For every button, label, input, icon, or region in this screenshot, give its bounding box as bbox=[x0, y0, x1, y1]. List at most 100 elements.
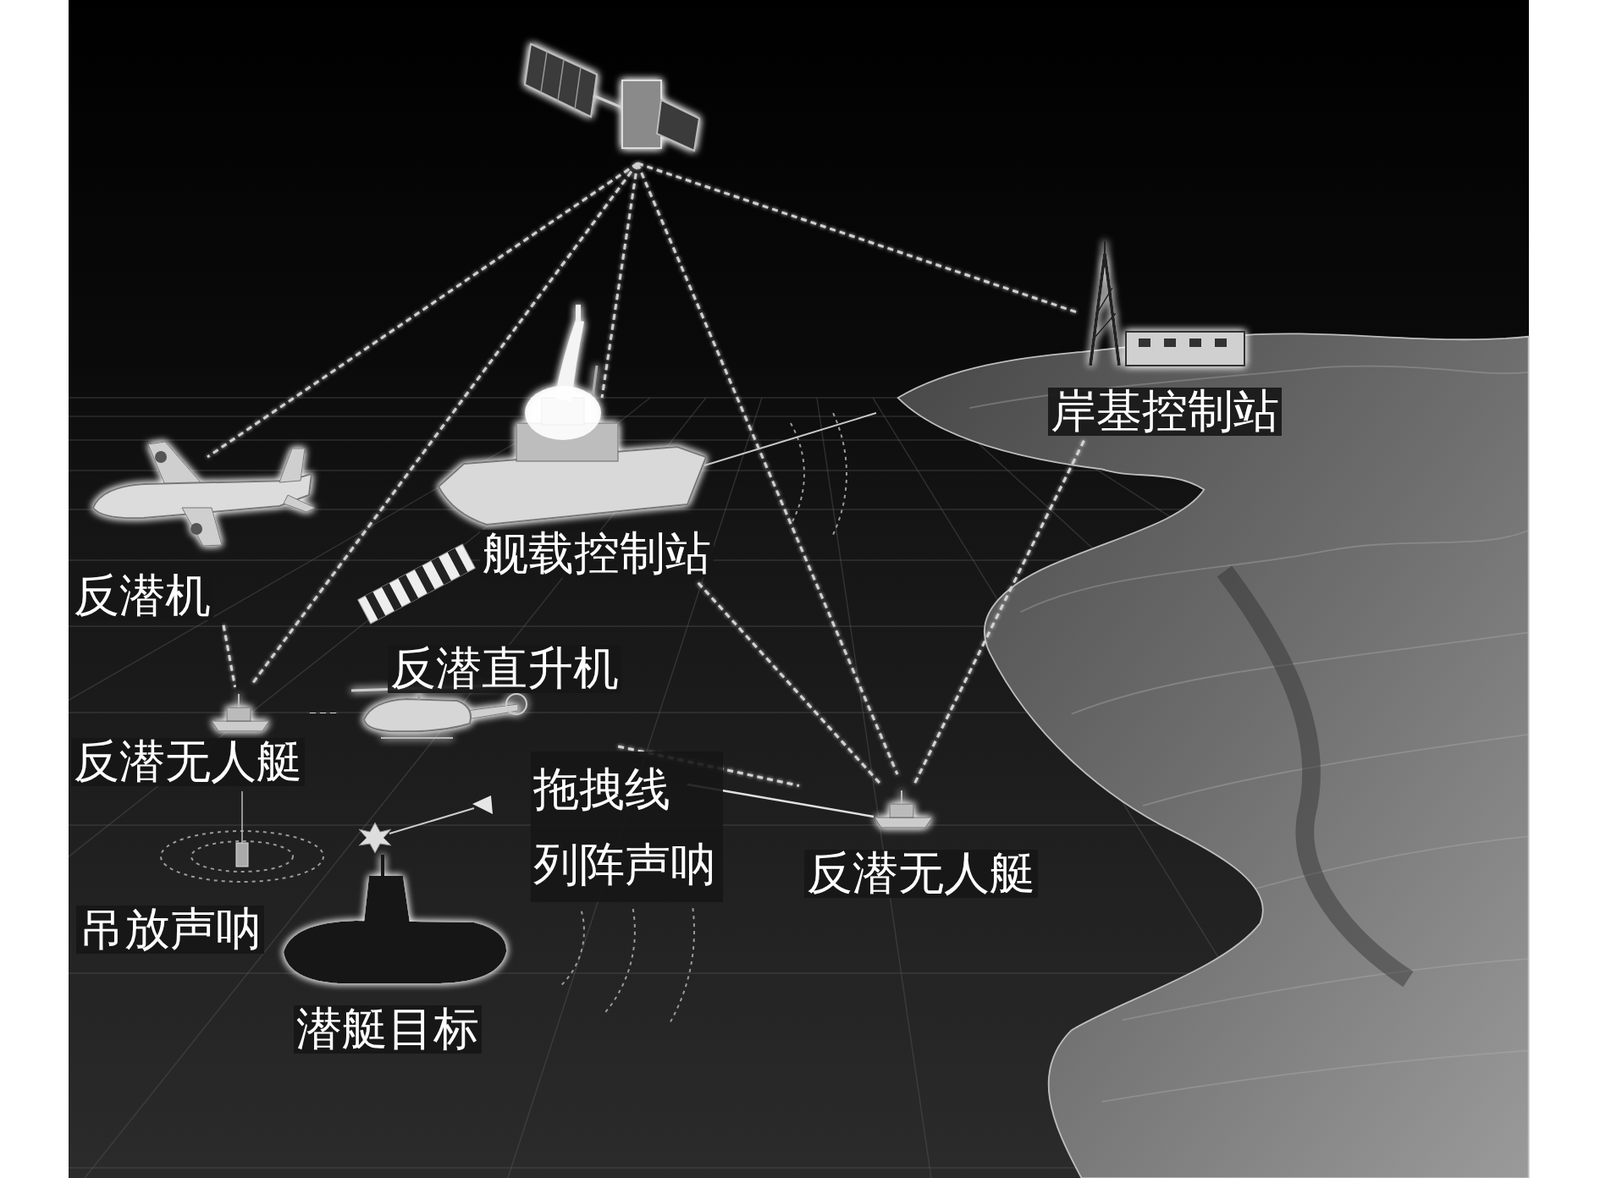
link-line bbox=[223, 625, 236, 688]
satellite-link bbox=[637, 163, 1080, 314]
satellite-links bbox=[207, 163, 1080, 775]
satellite-link bbox=[252, 163, 638, 685]
satellite-icon bbox=[524, 44, 700, 151]
window bbox=[1138, 338, 1151, 348]
marker-stripe bbox=[430, 557, 452, 585]
helicopter-body bbox=[364, 699, 471, 732]
marker-stripe bbox=[447, 548, 469, 577]
contour-line bbox=[1224, 836, 1529, 898]
platform-node: 潜艇目标 bbox=[267, 841, 517, 1060]
dipping-sonar bbox=[236, 843, 249, 867]
missile bbox=[575, 304, 581, 322]
usv-hull bbox=[874, 817, 933, 828]
tower-brace bbox=[1097, 287, 1113, 314]
panel-arm bbox=[593, 95, 624, 109]
sound-arc bbox=[562, 911, 585, 986]
window bbox=[1189, 338, 1202, 348]
aircraft-wing bbox=[182, 507, 222, 547]
platform-label: 反潜无人艇 bbox=[804, 849, 1038, 899]
usv-icon bbox=[211, 694, 270, 732]
satellite-link bbox=[601, 163, 638, 398]
submarine-hull bbox=[283, 921, 507, 984]
contour-line bbox=[1142, 734, 1529, 806]
coast-land bbox=[898, 333, 1529, 1178]
platform-node: 岸基控制站 bbox=[1042, 236, 1287, 442]
tower-leg bbox=[1090, 253, 1105, 366]
platform-label: 潜艇目标 bbox=[293, 1005, 482, 1054]
shore-station-icon bbox=[1090, 241, 1245, 366]
connector-group bbox=[223, 441, 1084, 787]
tower-leg bbox=[1104, 253, 1120, 366]
marker-stripe bbox=[365, 591, 387, 620]
usv-mast bbox=[237, 694, 240, 708]
ship-icon bbox=[438, 304, 707, 525]
valley-shade bbox=[1224, 571, 1408, 980]
propeller bbox=[154, 451, 167, 464]
ship-tow-line bbox=[704, 413, 877, 466]
launch-smoke bbox=[524, 386, 602, 441]
land-mass bbox=[898, 333, 1529, 1178]
platform-label: 反潜机 bbox=[71, 572, 214, 621]
platform-label: 反潜直升机 bbox=[387, 645, 622, 694]
tail-rotor bbox=[506, 694, 527, 715]
sea-sky-ground bbox=[68, 0, 1529, 1178]
platform-label: 舰载控制站 bbox=[480, 529, 714, 579]
contour-lines bbox=[969, 366, 1529, 1103]
sonar-burst bbox=[358, 822, 392, 854]
marker-body bbox=[358, 544, 476, 624]
submarine-icon bbox=[283, 855, 507, 984]
platform-label: 岸基控制站 bbox=[1048, 387, 1282, 436]
satellite-link bbox=[207, 163, 638, 458]
conning-tower bbox=[364, 876, 410, 923]
periscope bbox=[380, 855, 385, 877]
aircraft-tail bbox=[283, 495, 315, 513]
station-building bbox=[1125, 331, 1245, 366]
contour-line bbox=[1020, 530, 1529, 613]
link-line bbox=[914, 441, 1084, 784]
grid-line bbox=[816, 397, 932, 1178]
platform-node: 反潜无人艇 bbox=[799, 783, 1043, 904]
striped-marker bbox=[358, 544, 476, 624]
link-line bbox=[698, 583, 881, 784]
skid bbox=[380, 737, 453, 740]
mast bbox=[592, 365, 597, 398]
sonar-ripple bbox=[191, 841, 293, 872]
propeller bbox=[190, 523, 203, 536]
tower-brace bbox=[1093, 313, 1116, 339]
usv-cabin bbox=[889, 804, 914, 818]
platform-node: 舰载控制站 bbox=[430, 301, 719, 584]
marker-stripe bbox=[414, 565, 436, 594]
sound-arc bbox=[833, 413, 847, 536]
usv-hull bbox=[211, 721, 270, 732]
marker-stripe bbox=[381, 583, 403, 612]
platform-node: 反潜无人艇 bbox=[66, 687, 310, 792]
link-line bbox=[309, 711, 341, 716]
marker-stripe bbox=[397, 574, 419, 603]
panel-grid bbox=[574, 66, 581, 110]
window bbox=[1164, 338, 1176, 348]
aircraft-tail bbox=[279, 448, 305, 483]
helicopter-icon bbox=[351, 685, 527, 739]
window bbox=[1214, 338, 1227, 348]
platform-node: 反潜机 bbox=[66, 430, 319, 626]
contour-line bbox=[1102, 1051, 1529, 1103]
usv-mast bbox=[900, 790, 903, 805]
platform-label: 反潜无人艇 bbox=[71, 738, 305, 787]
usv-cabin bbox=[226, 707, 251, 722]
antenna bbox=[1103, 241, 1107, 254]
sonar-label: 拖拽线 列阵声呐 bbox=[530, 751, 723, 903]
sonar-label: 吊放声呐 bbox=[76, 905, 265, 955]
contour-line bbox=[1122, 959, 1529, 1021]
usv-icon bbox=[874, 790, 933, 828]
platform-node: 反潜直升机 bbox=[340, 640, 627, 747]
dipping-cable bbox=[241, 791, 243, 844]
ping-cone bbox=[472, 795, 493, 815]
aircraft-icon bbox=[93, 441, 315, 547]
ping-line bbox=[389, 808, 475, 834]
panel-grid bbox=[557, 59, 564, 101]
sound-arc bbox=[669, 908, 696, 1025]
